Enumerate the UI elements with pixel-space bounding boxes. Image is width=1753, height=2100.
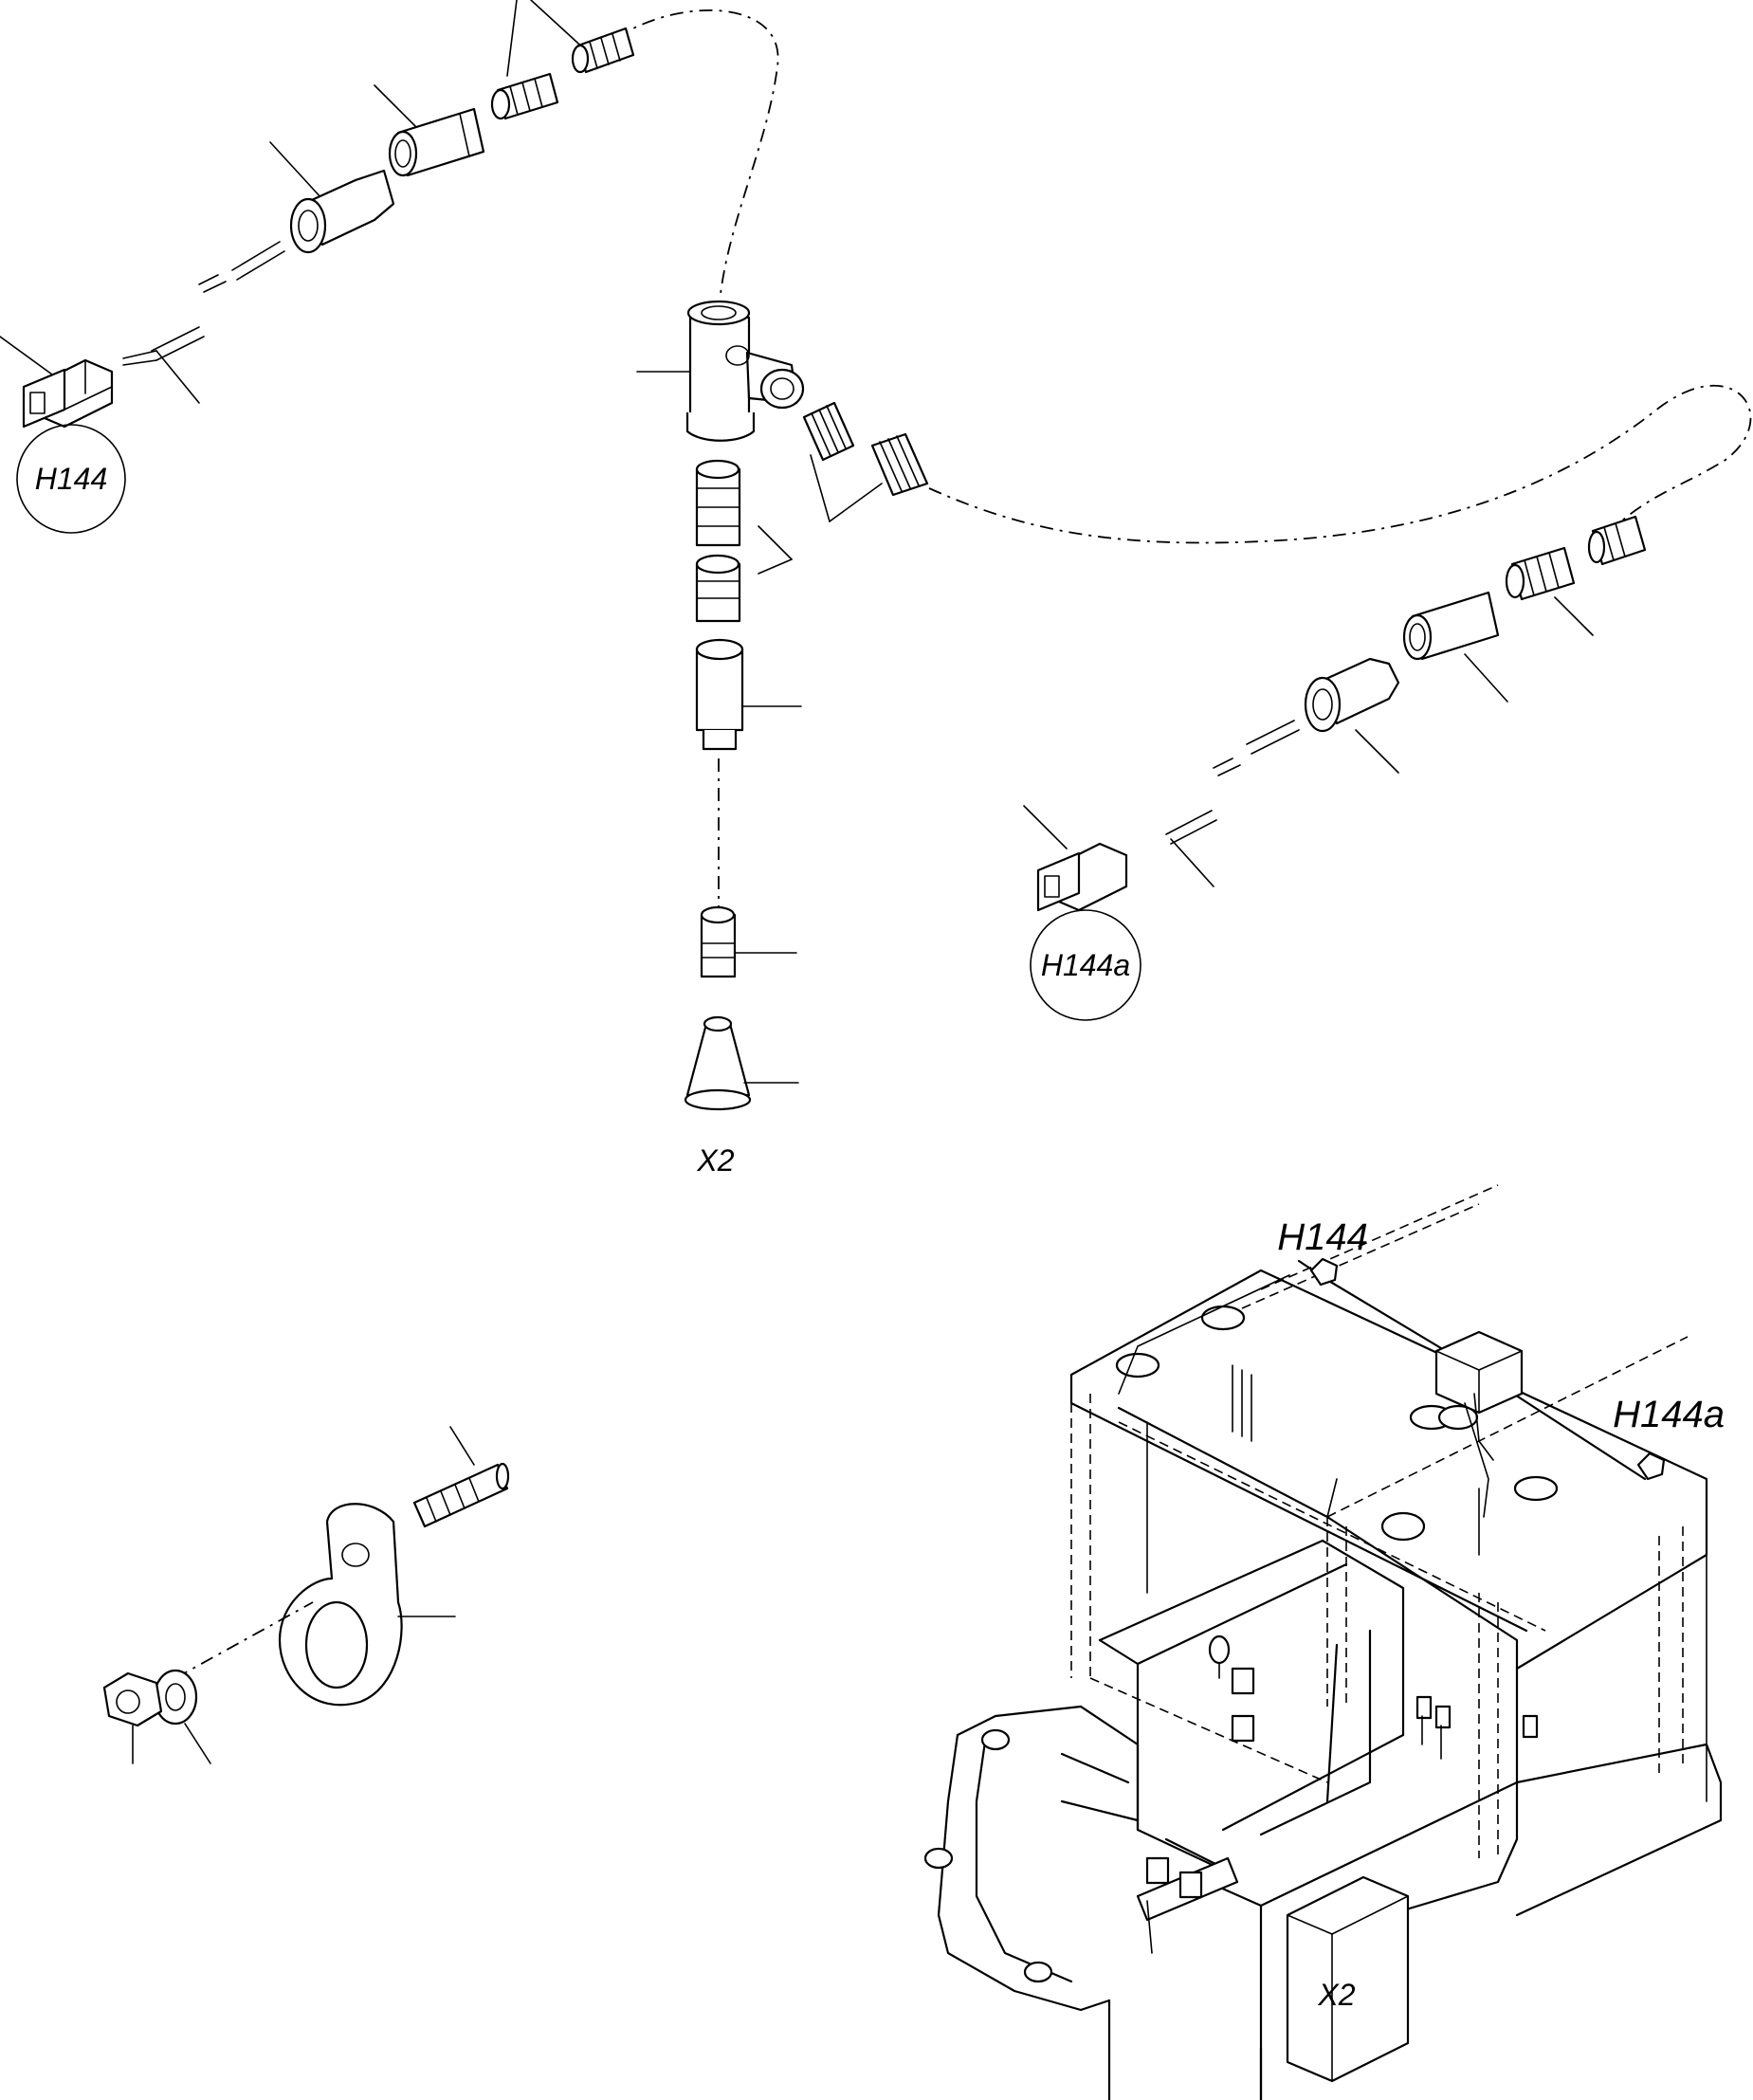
light-h144 [1309, 1257, 1339, 1287]
sleeve-nut-2 [1402, 591, 1500, 661]
pipe-clamp [278, 1503, 456, 1707]
label-x2-machine: X2 [1317, 1978, 1355, 2012]
bracket-lights-lower [1136, 1856, 1239, 1954]
bracket-lights-upper [1208, 1634, 1255, 1743]
harness-branch-h144: H144 [0, 0, 779, 534]
label-h144-machine: H144 [1277, 1216, 1368, 1258]
machine-overview: H144 H144a X2 [923, 1184, 1725, 2100]
clamp-hardware-group [102, 1426, 510, 1764]
corrugated-sleeve-2 [490, 72, 559, 120]
t-piece-junction [636, 300, 805, 442]
label-h144a: H144a [1041, 948, 1130, 982]
corrugated-sleeve-5 [1587, 515, 1647, 566]
corrugated-sleeve-3 [802, 401, 855, 462]
box-x2 [1286, 1875, 1410, 2083]
connector-x2 [684, 1015, 799, 1111]
cable-gland-2 [1304, 657, 1400, 733]
sleeve-nut [388, 107, 485, 177]
label-h144: H144 [35, 462, 108, 496]
bolt [412, 1462, 510, 1528]
label-x2: X2 [696, 1143, 734, 1178]
corrugated-sleeve-4 [870, 432, 929, 497]
junction-box [1434, 1330, 1524, 1518]
vertical-assembly: X2 [684, 459, 802, 1178]
component-c [1522, 1714, 1539, 1739]
callout-circle-h144 [16, 424, 126, 534]
light-h144a [1636, 1452, 1666, 1481]
corrugated-sleeve-6 [1505, 546, 1576, 601]
callout-circle-h144a [1030, 909, 1141, 1021]
sleeve-adapter [695, 638, 802, 751]
connector-plug-h144 [22, 358, 114, 429]
lock-washer [153, 1669, 211, 1764]
cable-ends [122, 241, 285, 366]
hex-nut [102, 1671, 163, 1764]
cable-gland [289, 169, 395, 254]
harness-branch-h144a: H144a [802, 384, 1752, 1021]
corrugated-sleeve-8 [695, 554, 741, 623]
component-a [1415, 1695, 1433, 1720]
small-gland [700, 905, 797, 978]
corrugated-sleeve-1 [571, 27, 635, 74]
label-h144a-machine: H144a [1613, 1394, 1725, 1435]
component-b [1434, 1705, 1452, 1729]
corrugated-sleeve-7 [695, 459, 741, 547]
connector-plug-h144a [1036, 842, 1128, 912]
